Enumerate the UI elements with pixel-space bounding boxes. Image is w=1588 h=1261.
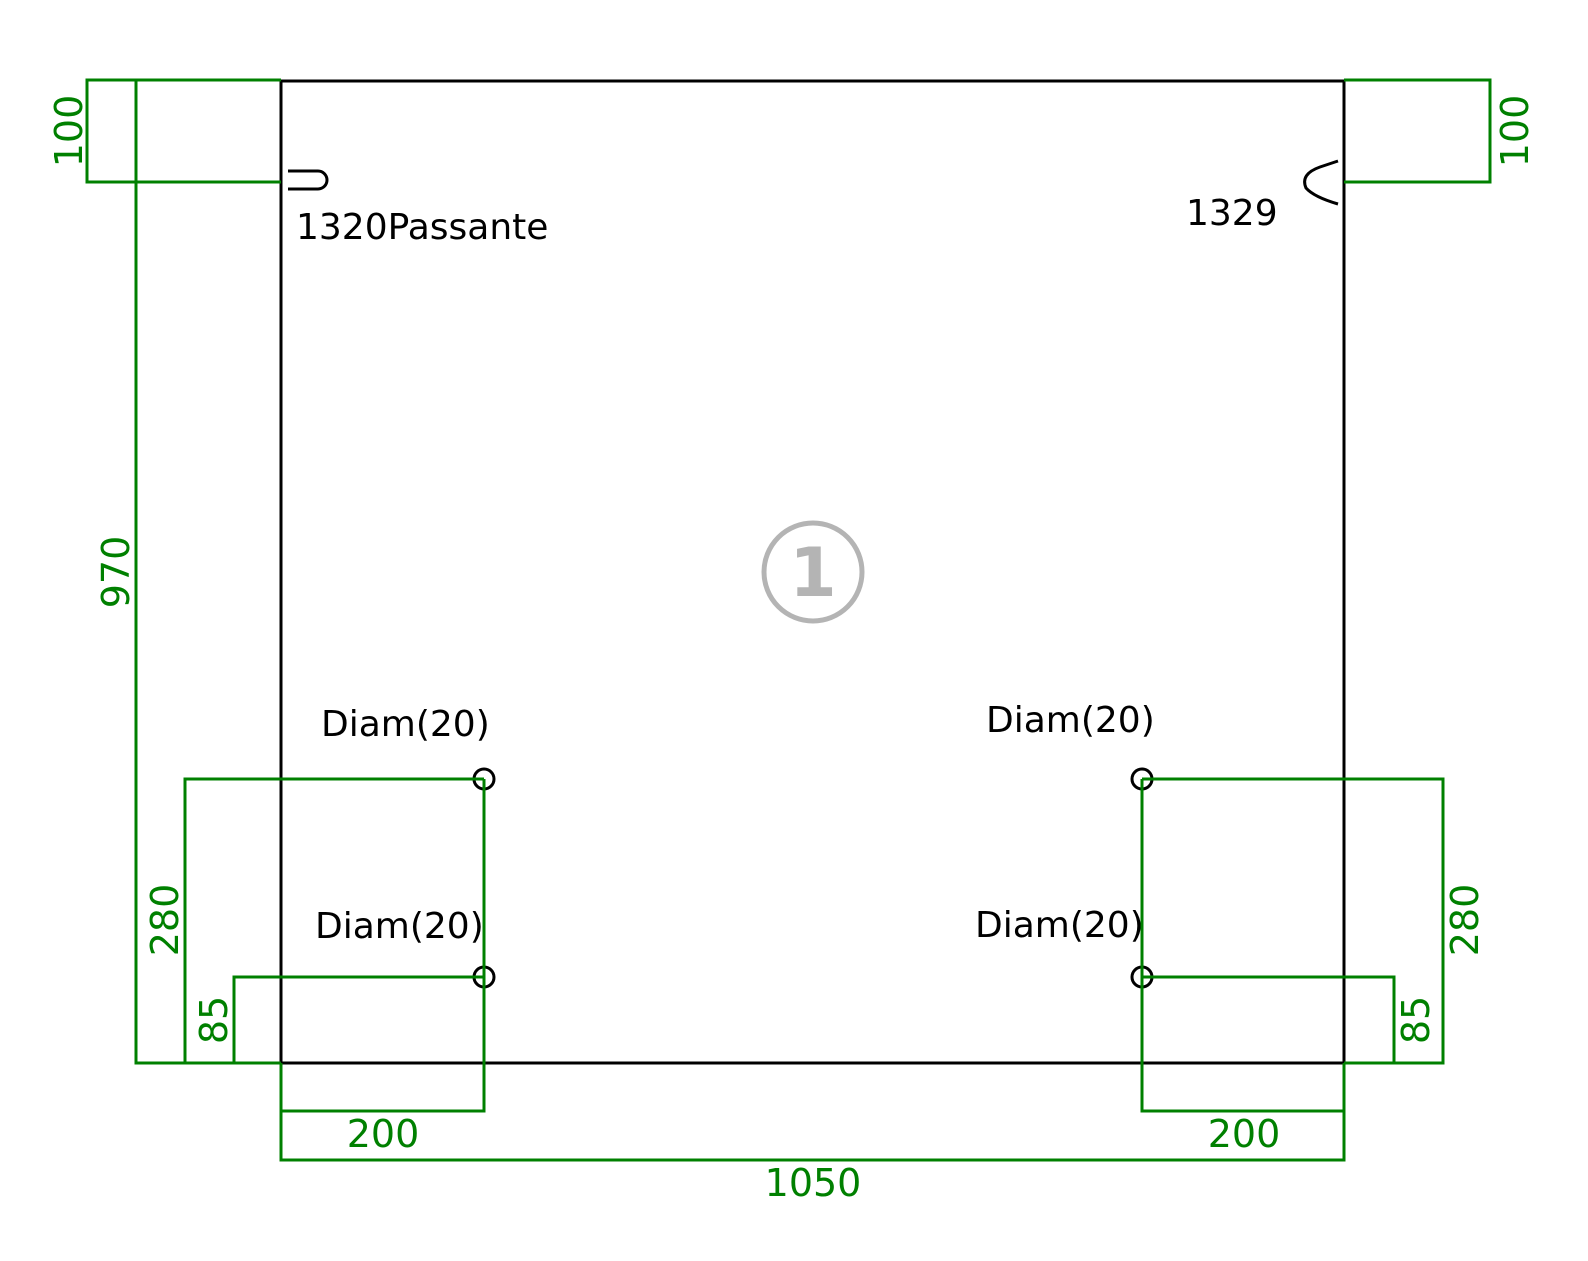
part-number-circle	[761, 520, 865, 624]
dimension-left-top-offset: 100	[47, 78, 281, 184]
dimension-overall-height: 970	[94, 80, 281, 1065]
part-number: 1	[789, 534, 836, 613]
svg-text:200: 200	[347, 1112, 420, 1156]
label-hole-upper-left: Diam(20)	[321, 704, 490, 745]
svg-text:100: 100	[47, 95, 91, 168]
dimension-right-top-offset: 100	[1344, 78, 1537, 184]
dimension-right-lower-hole-height: 85	[1142, 975, 1438, 1063]
svg-text:100: 100	[1493, 95, 1537, 168]
panel-outline	[279, 79, 1346, 1065]
svg-text:280: 280	[143, 884, 187, 957]
dimension-right-hole-x: 200	[1140, 779, 1346, 1156]
svg-text:280: 280	[1443, 884, 1487, 957]
label-hole-lower-right: Diam(20)	[975, 905, 1144, 946]
dimension-overall-width: 1050	[279, 1063, 1346, 1205]
dimension-left-lower-hole-height: 85	[192, 975, 484, 1063]
svg-text:200: 200	[1208, 1112, 1281, 1156]
label-hole-lower-left: Diam(20)	[315, 906, 484, 947]
arch-notch-symbol	[1303, 159, 1339, 206]
label-hole-upper-right: Diam(20)	[986, 700, 1155, 741]
label-top-right: 1329	[1186, 193, 1278, 234]
svg-text:85: 85	[192, 996, 236, 1044]
label-top-left: 1320Passante	[296, 207, 548, 248]
dimension-left-upper-hole-height: 280	[143, 777, 484, 1063]
svg-text:1050: 1050	[765, 1161, 862, 1205]
dimension-left-hole-x: 200	[279, 779, 486, 1156]
svg-text:970: 970	[94, 536, 138, 609]
svg-text:85: 85	[1394, 996, 1438, 1044]
u-notch-symbol	[288, 169, 329, 191]
